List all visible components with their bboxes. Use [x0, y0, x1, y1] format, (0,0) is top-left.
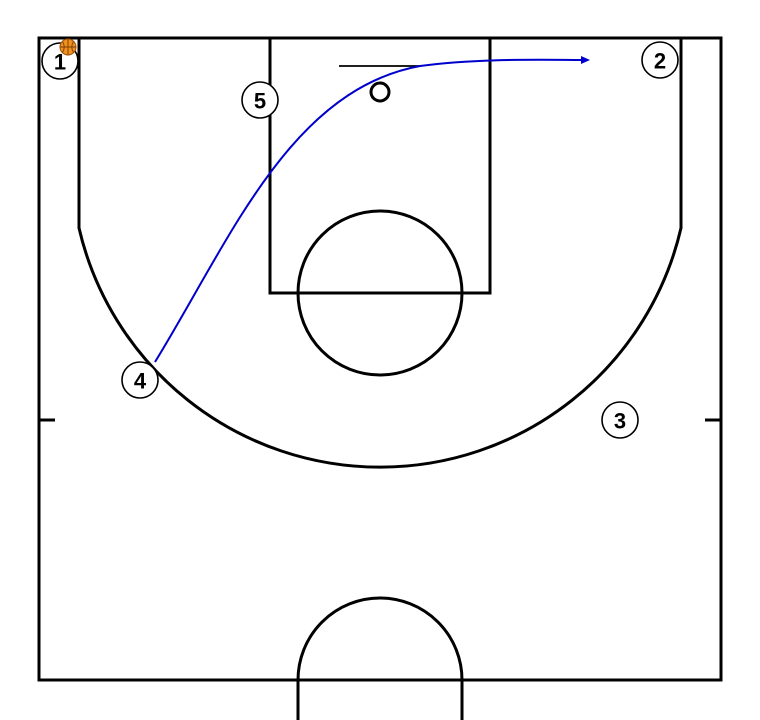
player-4-cut-path	[154, 55, 590, 363]
player-5[interactable]: 5	[241, 81, 279, 119]
three-point-line	[77, 38, 683, 469]
basketball-icon	[59, 38, 77, 56]
court-boundary	[37, 36, 723, 682]
player-3[interactable]: 3	[601, 401, 639, 439]
player-2-marker	[641, 41, 679, 79]
center-circle	[296, 596, 464, 681]
player-5-marker	[241, 81, 279, 119]
rim	[369, 81, 391, 103]
player-2[interactable]: 2	[641, 41, 679, 79]
player-3-label: 3	[614, 409, 626, 434]
free-throw-lane	[268, 36, 492, 295]
player-2-label: 2	[654, 49, 666, 74]
player-4-label: 4	[134, 369, 147, 394]
center-circle-lower	[296, 680, 464, 720]
player-3-marker	[601, 401, 639, 439]
player-4[interactable]: 4	[121, 361, 159, 399]
free-throw-circle	[296, 209, 464, 377]
player-5-label: 5	[254, 89, 266, 114]
player-1-label: 1	[54, 50, 66, 75]
player-4-marker	[121, 361, 159, 399]
